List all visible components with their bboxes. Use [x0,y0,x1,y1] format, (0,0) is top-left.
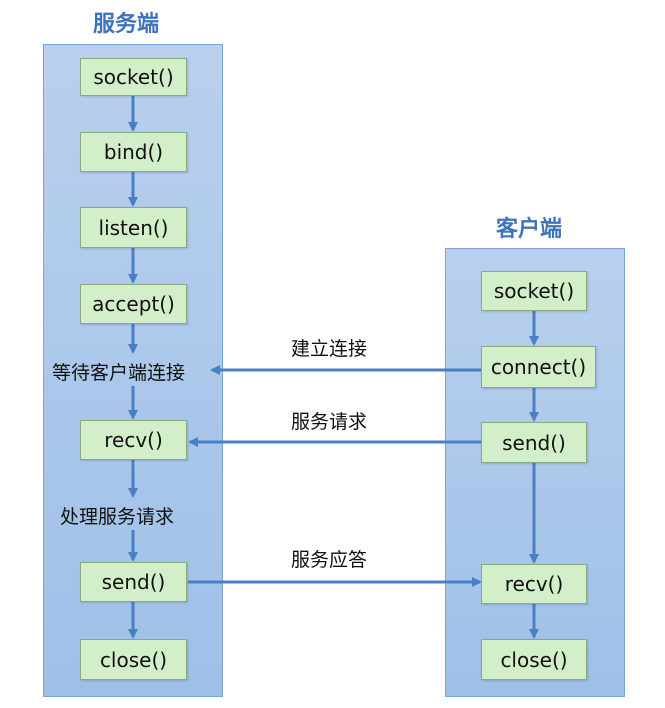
server-socket-box: socket() [80,58,187,96]
client-recv-box: recv() [481,564,587,604]
server-title: 服务端 [92,12,159,37]
response-message-label: 服务应答 [291,549,368,571]
request-message-label: 服务请求 [291,411,368,433]
client-title: 客户端 [495,217,562,242]
server-recv-box: recv() [80,420,187,460]
client-socket-box: socket() [481,271,587,311]
client-send-box: send() [481,422,587,463]
connect-message-label: 建立连接 [291,338,368,360]
client-connect-box: connect() [481,346,596,388]
server-bind-box: bind() [80,132,187,172]
client-close-box: close() [481,639,587,680]
server-accept-box: accept() [80,284,187,324]
server-close-box: close() [80,639,187,680]
server-listen-box: listen() [80,207,187,248]
server-process-label: 处理服务请求 [60,506,175,528]
server-send-box: send() [80,562,187,602]
server-wait-label: 等待客户端连接 [52,362,186,384]
